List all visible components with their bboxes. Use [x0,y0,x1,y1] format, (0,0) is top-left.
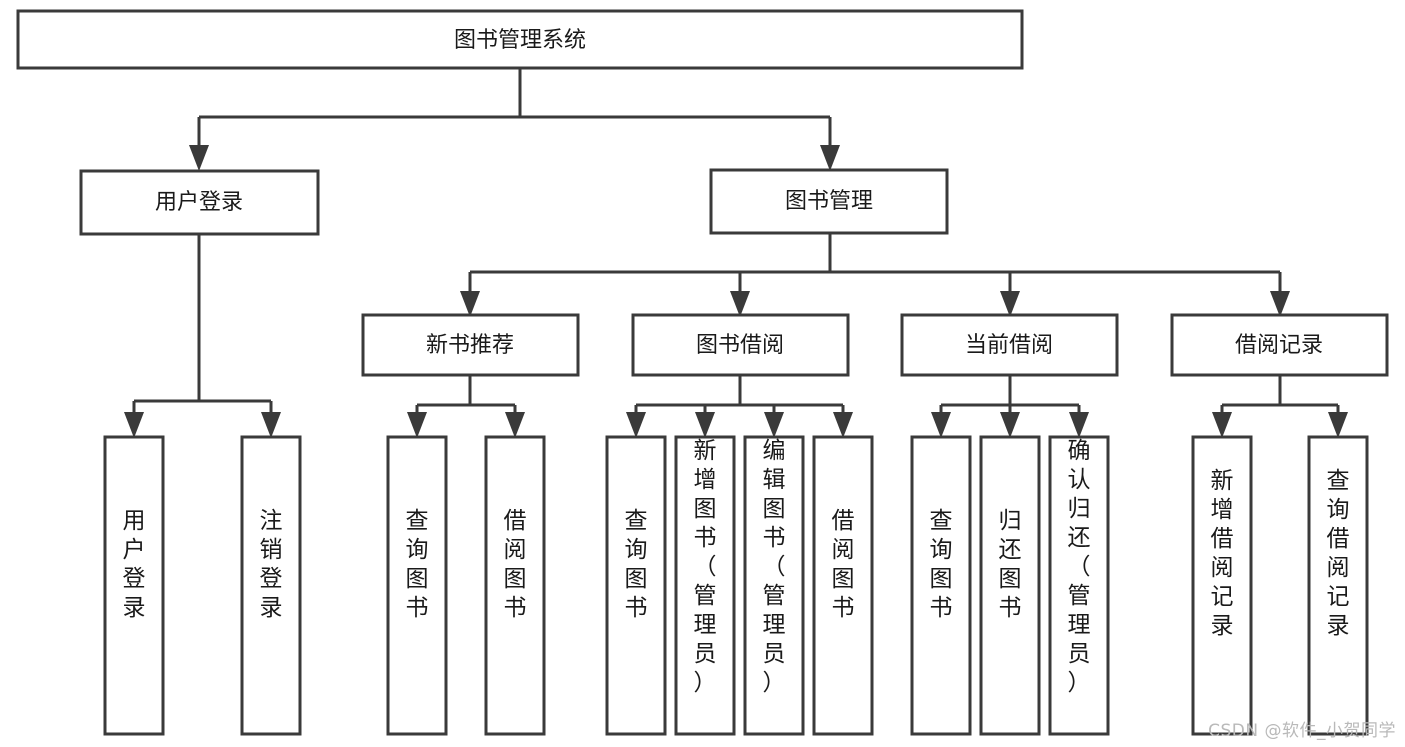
node-book-borrow[interactable]: 图书借阅 [631,313,850,377]
node-root-label: 图书管理系统 [454,28,586,53]
leaf-add-book-admin-label: 新增图书（管理员） [694,438,717,696]
node-new-book-recommend[interactable]: 新书推荐 [361,313,580,377]
node-borrow-records[interactable]: 借阅记录 [1170,313,1389,377]
leaf-logout-box [240,435,302,736]
leaf-user-login-label: 用户登录 [123,508,146,621]
arrow-to-user-login-leaf [124,412,144,438]
leaf-add-borrow-record[interactable]: 新增借阅记录 [1191,435,1253,736]
arrow-leaf-add-record [1212,412,1232,438]
leaf-query-books-current[interactable]: 查询图书 [910,435,972,736]
leaf-user-login[interactable]: 用户登录 [103,435,165,736]
leaf-user-login-box [103,435,165,736]
arrow-leaf-borrow-books-2 [833,412,853,438]
leaf-edit-book-admin[interactable]: 编辑图书（管理员） [743,435,805,736]
leaf-add-book-admin-box [674,435,736,736]
leaf-add-book-admin[interactable]: 新增图书（管理员） [674,435,736,736]
node-book-management-box [709,168,949,235]
node-book-management-label: 图书管理 [785,189,873,214]
arrow-to-user-login [189,145,209,171]
leaf-logout[interactable]: 注销登录 [240,435,302,736]
arrow-leaf-add-book [695,412,715,438]
leaf-query-books-rec[interactable]: 查询图书 [386,435,448,736]
node-current-borrow-label: 当前借阅 [965,333,1053,358]
leaf-logout-label: 注销登录 [260,508,283,621]
leaf-return-book-label: 归还图书 [999,508,1022,621]
arrow-leaf-query-books-1 [407,412,427,438]
node-root-system[interactable]: 图书管理系统 [16,9,1024,70]
leaf-query-books-rec-label: 查询图书 [406,508,429,621]
arrow-leaf-edit-book [764,412,784,438]
leaf-query-borrow-record-box [1307,435,1369,736]
node-current-borrow-box [900,313,1119,377]
leaf-confirm-return-admin[interactable]: 确认归还（管理员） [1048,435,1110,736]
leaf-query-books-rec-box [386,435,448,736]
leaf-add-borrow-record-box [1191,435,1253,736]
leaf-borrow-books-borrow[interactable]: 借阅图书 [812,435,874,736]
node-user-login-label: 用户登录 [155,190,243,215]
arrow-leaf-return-book [1000,412,1020,438]
leaf-query-borrow-record[interactable]: 查询借阅记录 [1307,435,1369,736]
arrow-leaf-confirm-return [1069,412,1089,438]
node-new-book-recommend-label: 新书推荐 [426,333,514,358]
node-new-book-recommend-box [361,313,580,377]
arrow-to-book-mgmt [820,145,840,171]
arrow-leaf-query-books-2 [626,412,646,438]
leaf-borrow-books-rec-label: 借阅图书 [504,508,527,621]
arrow-leaf-borrow-books-1 [505,412,525,438]
arrow-to-borrow [730,291,750,317]
leaf-query-books-borrow-box [605,435,667,736]
leaf-edit-book-admin-label: 编辑图书（管理员） [763,438,786,696]
leaf-confirm-return-admin-label: 确认归还（管理员） [1068,438,1091,696]
arrow-to-new-books [460,291,480,317]
leaf-borrow-books-borrow-box [812,435,874,736]
node-user-login-box [79,169,320,236]
leaf-add-borrow-record-label: 新增借阅记录 [1211,468,1234,639]
leaf-borrow-books-borrow-label: 借阅图书 [832,508,855,621]
leaf-query-borrow-record-label: 查询借阅记录 [1327,468,1350,639]
leaf-return-book[interactable]: 归还图书 [979,435,1041,736]
arrow-to-logout-leaf [261,412,281,438]
leaf-confirm-return-admin-box [1048,435,1110,736]
leaf-borrow-books-rec-box [484,435,546,736]
arrow-to-borrow-records [1270,291,1290,317]
leaf-query-books-current-label: 查询图书 [930,508,953,621]
node-root-box [16,9,1024,70]
node-book-borrow-box [631,313,850,377]
arrow-leaf-query-books-3 [931,412,951,438]
node-user-login-module[interactable]: 用户登录 [79,169,320,236]
leaf-borrow-books-rec[interactable]: 借阅图书 [484,435,546,736]
node-borrow-records-box [1170,313,1389,377]
leaf-query-books-current-box [910,435,972,736]
leaf-edit-book-admin-box [743,435,805,736]
arrow-leaf-query-record [1328,412,1348,438]
node-book-borrow-label: 图书借阅 [696,333,784,358]
leaf-return-book-box [979,435,1041,736]
node-borrow-records-label: 借阅记录 [1235,333,1323,358]
node-book-management-module[interactable]: 图书管理 [709,168,949,235]
connector-layer [124,68,1348,438]
arrow-to-current-borrow [1000,291,1020,317]
leaf-query-books-borrow-label: 查询图书 [625,508,648,621]
leaf-query-books-borrow[interactable]: 查询图书 [605,435,667,736]
node-current-borrow[interactable]: 当前借阅 [900,313,1119,377]
